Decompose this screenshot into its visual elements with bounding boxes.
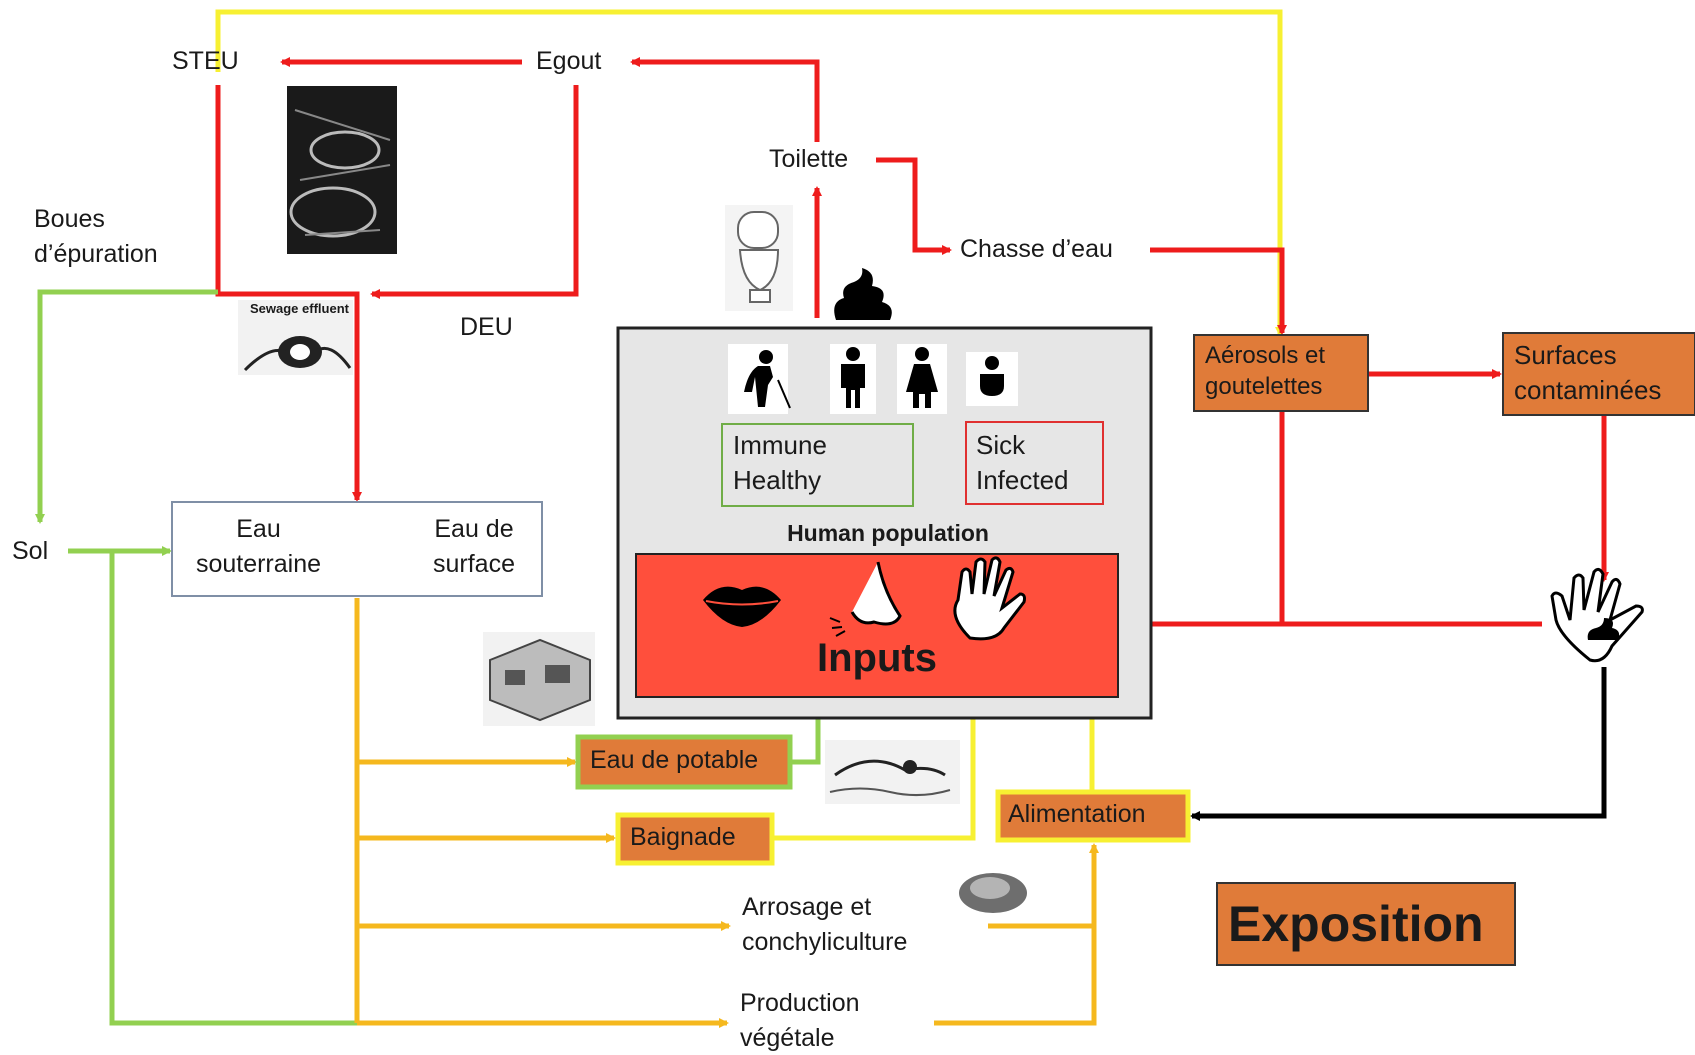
toilet-icon [725,205,793,311]
egout-label: Egout [536,47,602,75]
surfaces-box [1502,332,1695,416]
contaminated-hand-icon [1550,567,1644,663]
human-population-title: Human population [787,520,989,546]
immune-label: Immune Healthy [733,430,827,496]
sol-to-production-line [109,551,357,1026]
eau-surface-label: Eau de surface [433,515,515,578]
hand-to-alimentation-arrow [1190,667,1607,821]
production-to-alimentation-arrow [934,843,1099,1026]
baignade-label: Baignade [630,823,736,851]
treatment-plant-picture [287,86,397,254]
eau-souterraine-label: Eau souterraine [195,515,322,578]
oyster-picture [959,873,1027,913]
eau-box [171,501,543,597]
steu-label: STEU [172,47,239,75]
alimentation-box [995,789,1191,843]
egout-to-deu-arrow [370,85,579,299]
toilette-to-chasse-arrow [876,157,952,255]
baby-icon [980,356,1004,396]
sick-box [965,421,1104,505]
aerosols-box [1193,334,1369,412]
eau-potable-box [575,734,793,790]
eau-potable-label: Eau de potable [590,746,759,774]
surfaces-label: Surfaces contaminées [1514,340,1662,406]
lips-icon [703,586,781,627]
hand-icon [953,556,1026,641]
production-label: Production végétale [740,989,860,1052]
exposition-label: Exposition [1228,896,1484,952]
aerosols-label: Aérosols et goutelettes [1205,342,1326,401]
poop-icon [834,268,892,320]
inputs-label: Inputs [817,636,937,680]
baignade-to-inputs-arrow [774,698,978,841]
sick-label: Sick Infected [976,430,1069,496]
woman-icon [906,347,938,408]
sewage-effluent-picture [238,300,353,375]
man-icon [841,347,865,408]
exposition-box [1216,882,1516,966]
boues-label: Boues d’épuration [34,205,158,268]
immune-box [721,423,914,507]
water-plant-picture [483,632,595,726]
elderly-person-icon [744,350,791,409]
toilette-to-egout-arrow [630,57,820,142]
alimentation-label: Alimentation [1008,800,1146,828]
toilette-label: Toilette [769,145,849,173]
boues-to-sol-arrow [35,289,218,524]
arrosage-label: Arrosage et conchyliculture [742,893,908,956]
nose-icon [829,561,902,637]
steu-to-eau-arrow [215,85,362,502]
sol-label: Sol [12,537,49,565]
eau-potable-to-inputs-arrow [792,698,823,765]
swimmer-picture [825,740,960,804]
chasse-label: Chasse d’eau [960,235,1113,263]
chasse-to-aerosols-arrow [1150,247,1287,335]
sewage-effluent-label: Sewage effluent [250,301,349,316]
yellow-loop-arrow [215,9,1285,337]
deu-label: DEU [460,313,513,341]
baignade-box [615,812,775,866]
